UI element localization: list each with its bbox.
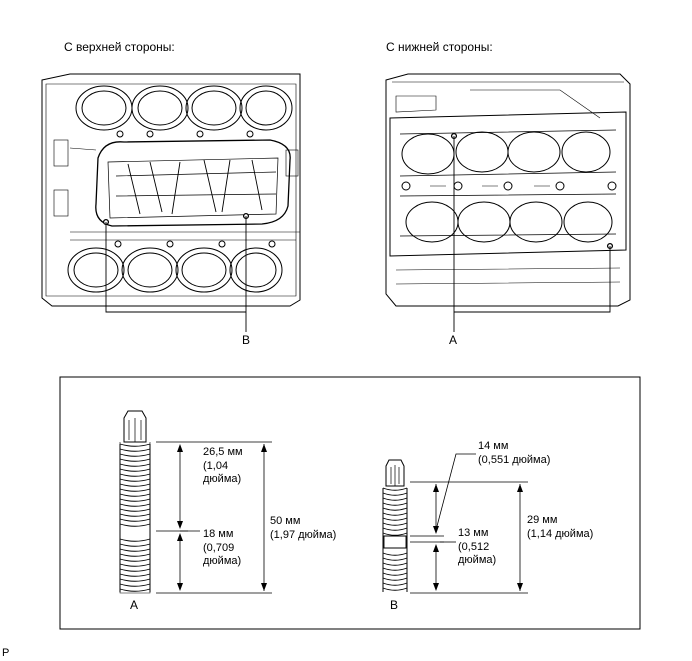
stud-b-mid-dimension: 13 мм (0,512 дюйма) bbox=[458, 527, 497, 566]
stud-b-total-dimension: 29 мм (1,14 дюйма) bbox=[527, 514, 594, 540]
stud-a-total-dimension: 50 мм (1,97 дюйма) bbox=[270, 515, 337, 541]
footer-code: P bbox=[2, 647, 10, 659]
stud-a-lower-dimension: 18 мм (0,709 дюйма) bbox=[203, 528, 242, 567]
stud-a-letter: A bbox=[130, 598, 139, 612]
stud-b-top-dimension: 14 мм (0,551 дюйма) bbox=[478, 440, 551, 466]
callout-b-letter: B bbox=[242, 333, 251, 347]
stud-a-dimensions bbox=[156, 441, 272, 594]
dimension-arrowheads bbox=[177, 444, 523, 591]
stud-a-upper-dimension: 26,5 мм (1,04 дюйма) bbox=[203, 446, 243, 485]
leader-a bbox=[453, 136, 611, 332]
stud-b-dimensions bbox=[410, 453, 528, 594]
stud-a-drawing bbox=[119, 410, 151, 594]
bottom-view-title: С нижней стороны: bbox=[386, 40, 493, 54]
callout-a-letter: A bbox=[449, 333, 458, 347]
stud-b-drawing bbox=[382, 459, 408, 592]
leader-b bbox=[105, 216, 247, 332]
top-view-title: С верхней стороны: bbox=[64, 40, 175, 54]
stud-b-letter: B bbox=[390, 598, 399, 612]
stud-detail-panel bbox=[59, 376, 641, 630]
bottom-view-engine-block bbox=[385, 73, 631, 307]
top-view-engine-block bbox=[41, 73, 301, 307]
